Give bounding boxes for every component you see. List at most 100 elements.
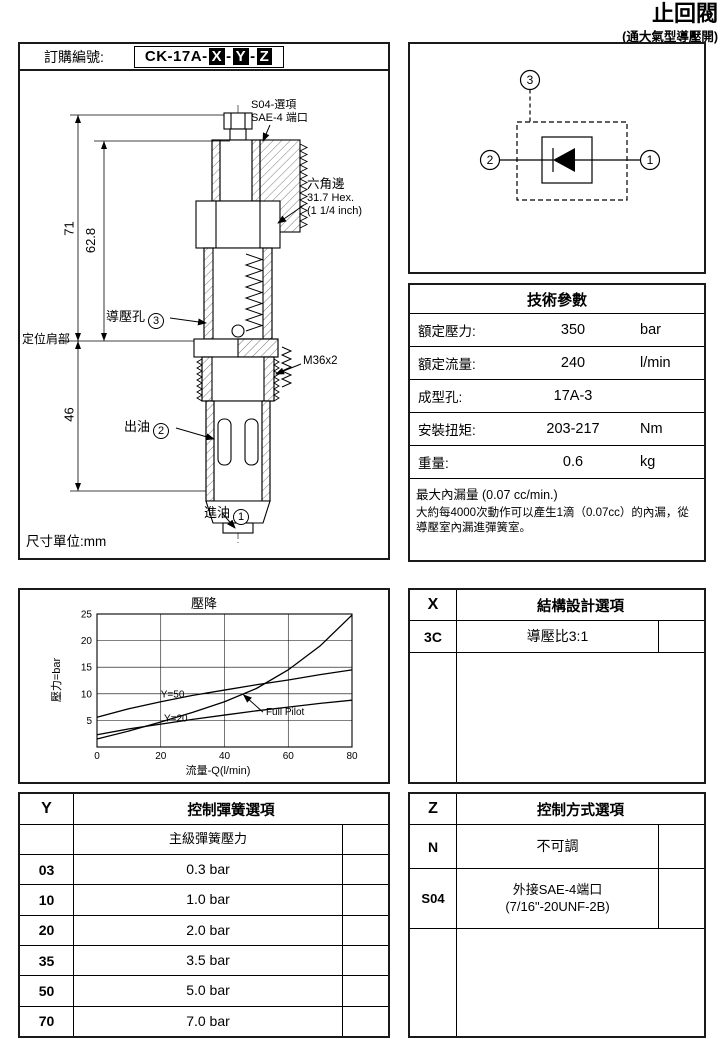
spring-option-checkbox-cell: [342, 976, 388, 1006]
so4-option-label: S04-選項 SAE-4 端口: [251, 99, 308, 125]
tech-value: 203-217: [546, 421, 600, 437]
control-option-code: S04: [410, 869, 457, 928]
y-options-title: 控制彈簧選項: [187, 802, 275, 819]
sae4-port-text: SAE-4 端口: [251, 112, 308, 125]
svg-text:60: 60: [283, 751, 295, 762]
spring-option-value: 1.0 bar: [186, 891, 230, 908]
title-block: 止回閥 (通大氣型導壓開): [622, 1, 718, 45]
spring-option-value: 3.5 bar: [186, 951, 230, 968]
z-options-header: Z 控制方式選項: [410, 794, 704, 825]
hex-label-inch: (1 1/4 inch): [307, 205, 363, 218]
spring-option-row: 10 1.0 bar: [20, 885, 388, 916]
order-code-x: X: [208, 47, 226, 65]
x-option-desc: 導壓比3:1: [526, 627, 589, 644]
control-option-desc: 外接SAE-4端口 (7/16"-20UNF-2B): [457, 869, 658, 928]
inlet-port-text: 進油: [204, 505, 231, 520]
svg-text:Y=20: Y=20: [164, 713, 188, 724]
tech-unit: kg: [640, 454, 656, 470]
spring-option-checkbox-cell: [342, 915, 388, 945]
spring-option-row: 03 0.3 bar: [20, 855, 388, 886]
spring-option-checkbox-cell: [342, 885, 388, 915]
order-number-label: 訂購編號:: [44, 48, 104, 65]
tech-value: 350: [560, 322, 586, 338]
x-options-code: X: [410, 590, 457, 620]
control-option-code: N: [410, 825, 457, 868]
order-code-z: Z: [256, 47, 273, 65]
hex-label: 六角邊 31.7 Hex. (1 1/4 inch): [307, 177, 362, 218]
z-options-title: 控制方式選項: [537, 802, 624, 819]
spring-option-value: 2.0 bar: [186, 921, 230, 938]
tech-value: 0.6: [562, 454, 584, 470]
x-options-header: X 結構設計選項: [410, 590, 704, 621]
leakage-title: 最大內漏量 (0.07 cc/min.): [416, 488, 558, 502]
control-option-row: N 不可調: [410, 825, 704, 869]
dimension-unit-note: 尺寸單位:mm: [26, 534, 107, 549]
control-option-desc: 不可調: [536, 837, 579, 854]
svg-text:0: 0: [94, 751, 100, 762]
order-code: CK-17A-X-Y-Z: [133, 45, 285, 68]
schematic-port-3: 3: [527, 73, 534, 87]
spring-option-checkbox-cell: [342, 855, 388, 885]
tech-row-torque: 安裝扭矩: 203-217 Nm: [410, 413, 704, 446]
y-options-code: Y: [20, 794, 74, 824]
spring-option-row: 70 7.0 bar: [20, 1006, 388, 1036]
spring-option-checkbox-cell: [342, 1006, 388, 1036]
x-option-checkbox-cell: [658, 621, 704, 652]
tech-params-box: 技術參數 額定壓力: 350 bar 額定流量: 240 l/min 成型孔: …: [408, 283, 706, 562]
pilot-port-text: 導壓孔: [106, 309, 146, 324]
thread-spec-label: M36x2: [303, 355, 338, 367]
control-option-row: S04 外接SAE-4端口 (7/16"-20UNF-2B): [410, 869, 704, 929]
tech-unit: l/min: [640, 355, 671, 371]
spring-option-code: 20: [20, 915, 74, 945]
svg-text:25: 25: [81, 610, 93, 621]
schematic-port-2: 2: [487, 153, 494, 167]
control-option-checkbox-cell: [658, 869, 704, 928]
tech-row-cavity: 成型孔: 17A-3: [410, 380, 704, 413]
x-options-empty-area: [410, 653, 704, 782]
hex-label-cn: 六角邊: [307, 177, 345, 191]
spring-option-value: 0.3 bar: [186, 860, 230, 877]
dim-71: 71: [61, 221, 77, 236]
order-code-prefix: CK-17A-: [144, 47, 208, 65]
tech-unit: bar: [640, 322, 661, 338]
outlet-port-number: 2: [153, 423, 170, 439]
dim-46: 46: [61, 407, 77, 422]
page-title: 止回閥: [651, 1, 718, 26]
page-subtitle: (通大氣型導壓開): [622, 30, 718, 45]
so4-option-text: S04-選項: [251, 99, 297, 111]
control-option-checkbox-cell: [658, 825, 704, 868]
chart-x-axis-label: 流量-Q(l/min): [186, 763, 251, 777]
check-valve-poppet-icon: [553, 148, 575, 172]
spring-option-value: 5.0 bar: [186, 982, 230, 999]
svg-text:20: 20: [81, 636, 93, 647]
svg-text:20: 20: [155, 751, 167, 762]
valve-drawing: [58, 105, 309, 543]
spring-option-row: 20 2.0 bar: [20, 915, 388, 946]
tech-label: 額定流量:: [418, 357, 476, 372]
z-options-empty-area: [410, 929, 704, 1036]
svg-text:15: 15: [81, 663, 93, 674]
locating-shoulder-label: 定位肩部: [22, 332, 71, 346]
x-options-table: X 結構設計選項 3C 導壓比3:1: [408, 588, 706, 784]
y-options-subheader: 主級彈簧壓力: [20, 825, 388, 855]
spring-option-row: 35 3.5 bar: [20, 945, 388, 977]
spring-option-checkbox-cell: [342, 945, 388, 976]
outlet-port-text: 出油: [124, 419, 151, 434]
spring-option-code: 70: [20, 1006, 74, 1036]
spring-option-code: 35: [20, 945, 74, 976]
x-options-title: 結構設計選項: [537, 598, 624, 615]
tech-row-flow: 額定流量: 240 l/min: [410, 347, 704, 380]
y-options-table: Y 控制彈簧選項 主級彈簧壓力 03 0.3 bar 10 1.0 bar 20…: [18, 792, 390, 1038]
svg-text:40: 40: [219, 751, 231, 762]
order-code-y: Y: [232, 47, 250, 65]
y-options-header: Y 控制彈簧選項: [20, 794, 388, 825]
tech-params-title: 技術參數: [410, 285, 704, 314]
control-option-desc-line2: (7/16"-20UNF-2B): [505, 898, 610, 914]
tech-label: 成型孔:: [418, 390, 463, 405]
hex-label-size: 31.7 Hex.: [307, 192, 355, 204]
